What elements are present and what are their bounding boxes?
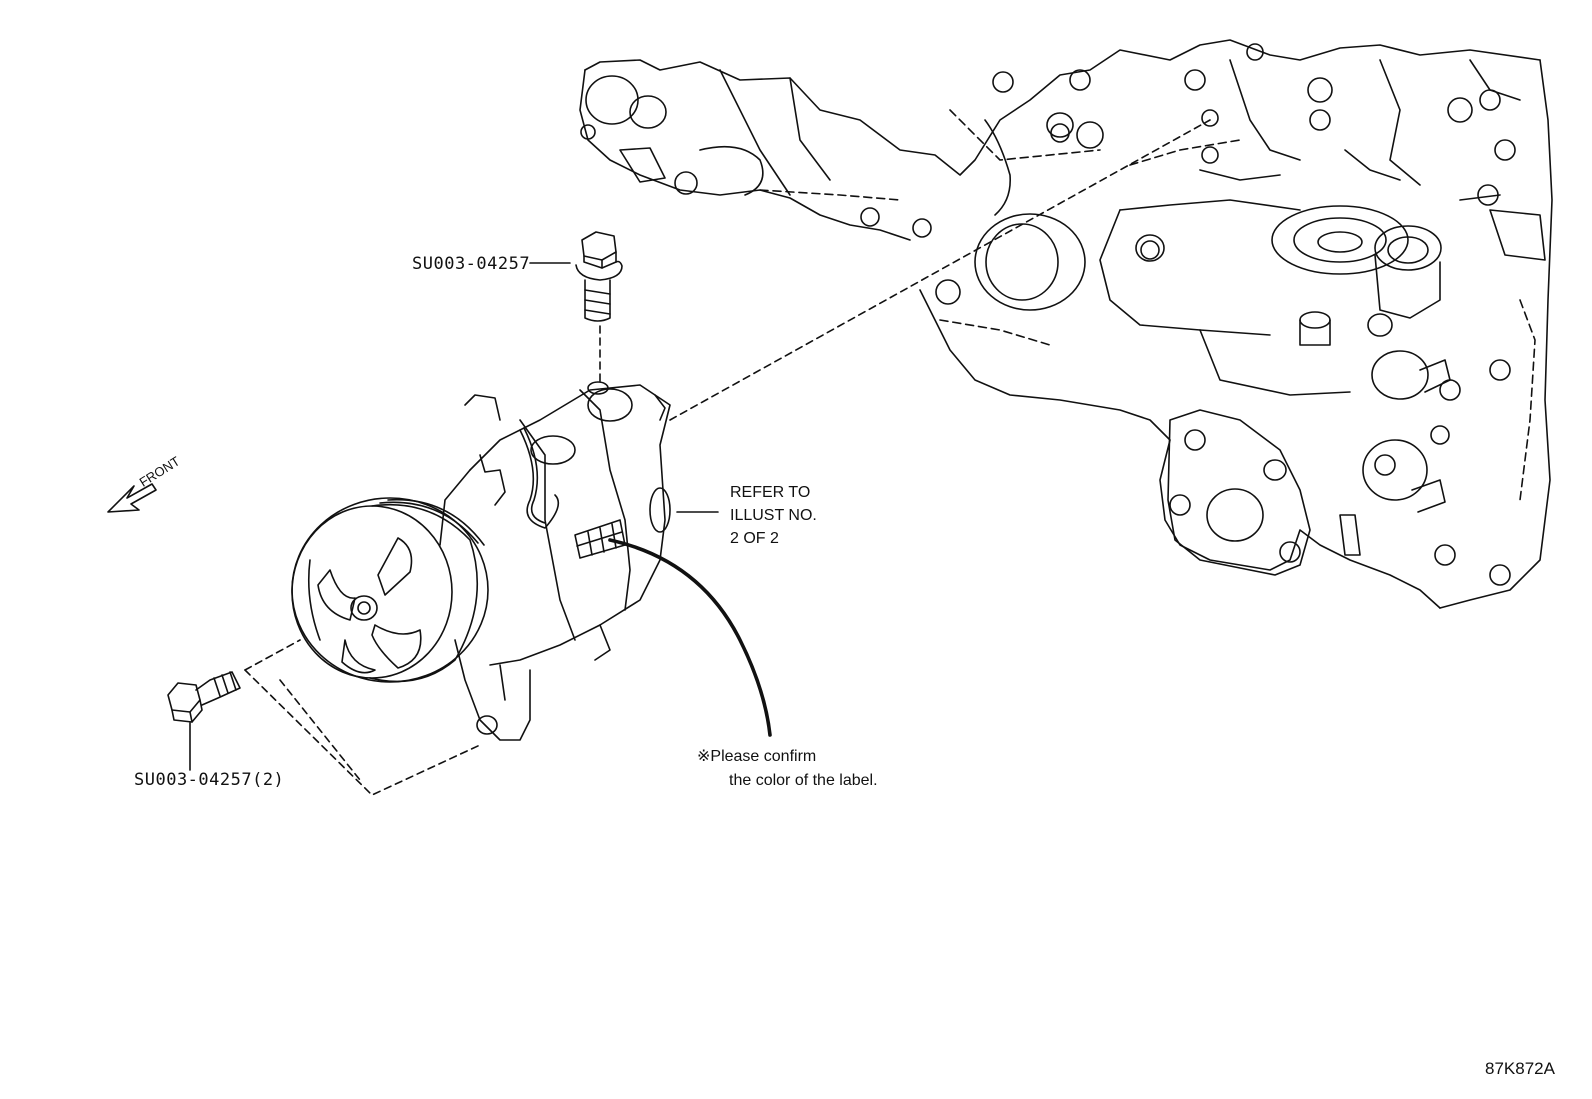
refer-illustration-line1: REFER TO [730, 484, 811, 501]
label-note-line2: the color of the label. [729, 772, 878, 789]
engine-block [579, 39, 1553, 609]
part-number-bottom-bolt[interactable]: SU003-04257(2) [134, 770, 285, 790]
bottom-bolt-drawing [167, 671, 241, 723]
label-note-line1: ※Please confirm [697, 748, 817, 765]
diagram-code: 87K872A [1485, 1059, 1555, 1078]
refer-illustration-line3: 2 OF 2 [730, 530, 779, 547]
refer-illustration-line2: ILLUST NO. [730, 507, 817, 524]
alignment-guides [244, 119, 1211, 796]
leader-lines [189, 262, 719, 771]
front-arrow [107, 483, 157, 513]
label-pointer-line [608, 538, 772, 737]
top-bolt-drawing [575, 231, 623, 322]
ac-compressor [291, 381, 671, 741]
part-number-top-bolt[interactable]: SU003-04257 [412, 254, 531, 274]
